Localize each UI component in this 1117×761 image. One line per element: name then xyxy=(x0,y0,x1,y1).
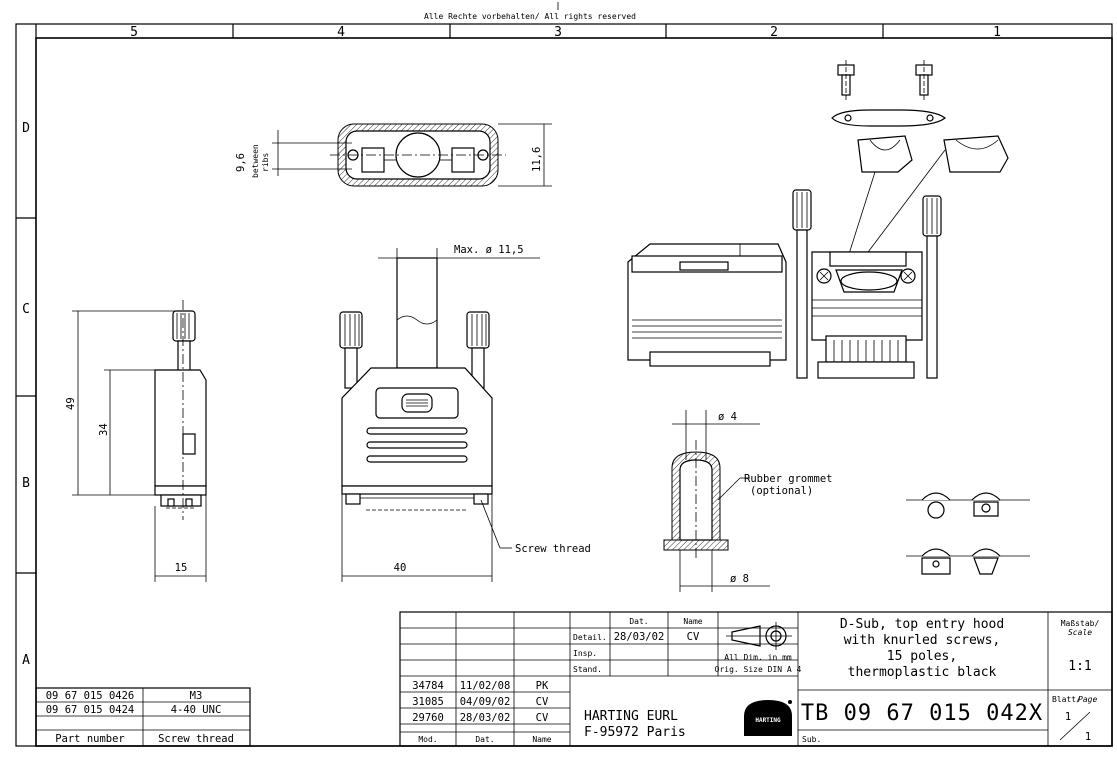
column-label-1: 1 xyxy=(993,25,1001,40)
column-labels: 5 4 3 2 1 xyxy=(130,25,1001,40)
revision-name-2: CV xyxy=(536,696,549,708)
revision-name-3: CV xyxy=(536,712,549,724)
drawing-number: TB 09 67 015 042X xyxy=(801,701,1043,726)
approval-label-insp: Insp. xyxy=(573,649,597,658)
dimension-height-34: 34 xyxy=(98,369,155,495)
approval-name-detail: CV xyxy=(687,631,700,643)
row-label-D: D xyxy=(22,121,30,136)
revision-header-mod: Mod. xyxy=(418,735,437,744)
dimension-width-40: 40 xyxy=(341,494,493,582)
rubber-grommet-label-2: (optional) xyxy=(750,485,813,497)
part-number-row-2: 09 67 015 0424 xyxy=(46,704,135,716)
dimension-cable-max: Max. ø 11,5 xyxy=(378,244,540,259)
title-block-lines xyxy=(399,611,1113,747)
width-40-value: 40 xyxy=(394,562,407,574)
between-ribs-word1: between xyxy=(251,144,260,178)
dimension-width-15: 15 xyxy=(154,495,207,582)
column-dividers xyxy=(35,24,884,38)
row-label-B: B xyxy=(22,476,30,491)
scale-value: 1:1 xyxy=(1068,659,1091,674)
clamp-detail-views xyxy=(906,492,1030,575)
scale-label-2: Scale xyxy=(1068,628,1092,637)
screw-thread-callout: Screw thread xyxy=(480,499,591,555)
revision-mod-1: 34784 xyxy=(412,680,444,692)
projection-symbol-icon xyxy=(726,622,792,650)
dims-note: All Dim. in mm xyxy=(724,653,792,662)
approval-label-detail: Detail. xyxy=(573,633,607,642)
screw-thread-header: Screw thread xyxy=(158,733,234,745)
revision-date-3: 28/03/02 xyxy=(460,712,511,724)
harting-logo-text: HARTING xyxy=(755,717,781,724)
scale-label-1: Maßstab/ xyxy=(1061,619,1100,628)
sheet-divider xyxy=(1059,711,1091,741)
approval-date-detail: 28/03/02 xyxy=(614,631,665,643)
grommet-d8-value: ø 8 xyxy=(730,573,749,585)
row-label-A: A xyxy=(22,653,30,668)
dimension-grommet-d8: ø 8 xyxy=(679,550,770,592)
row-labels: D C B A xyxy=(22,121,30,668)
revision-mod-3: 29760 xyxy=(412,712,444,724)
column-label-3: 3 xyxy=(554,25,562,40)
row-dividers xyxy=(16,217,36,574)
title-line-2: with knurled screws, xyxy=(844,633,1001,648)
sheet-label-1: Blatt/ xyxy=(1052,695,1081,704)
cable-max-value: Max. ø 11,5 xyxy=(454,244,524,256)
dimension-between-ribs: 9,6 between ribs xyxy=(235,130,352,178)
rubber-grommet-label-1: Rubber grommet xyxy=(744,473,833,485)
row-label-C: C xyxy=(22,302,30,317)
company-line-2: F-95972 Paris xyxy=(584,725,686,740)
hood-height-value: 11,6 xyxy=(531,147,543,172)
hood-section-view xyxy=(330,123,506,187)
size-note: Orig. Size DIN A 4 xyxy=(715,665,802,674)
sheet-total: 1 xyxy=(1085,731,1091,743)
sub-label: Sub. xyxy=(802,735,821,744)
dimension-height-49: 49 xyxy=(65,310,175,496)
front-view xyxy=(339,257,493,511)
title-line-1: D-Sub, top entry hood xyxy=(840,617,1004,632)
approval-label-stand: Stand. xyxy=(573,665,602,674)
title-line-4: thermoplastic black xyxy=(848,665,997,680)
between-ribs-value: 9,6 xyxy=(235,153,247,172)
column-label-5: 5 xyxy=(130,25,138,40)
height-34-value: 34 xyxy=(98,423,110,436)
screw-thread-row-2: 4-40 UNC xyxy=(171,704,222,716)
side-view xyxy=(154,300,207,520)
part-number-table xyxy=(35,687,251,747)
column-label-4: 4 xyxy=(337,25,345,40)
sheet-label-2: Page xyxy=(1078,695,1097,704)
approval-header-date: Dat. xyxy=(629,617,648,626)
revision-name-1: PK xyxy=(536,680,549,692)
sheet-number: 1 xyxy=(1065,711,1071,723)
isometric-view xyxy=(627,60,1009,379)
grommet-d4-value: ø 4 xyxy=(718,411,737,423)
width-15-value: 15 xyxy=(175,562,188,574)
company-line-1: HARTING EURL xyxy=(584,709,678,724)
screw-thread-row-1: M3 xyxy=(190,690,203,702)
column-label-2: 2 xyxy=(770,25,778,40)
revision-mod-2: 31085 xyxy=(412,696,444,708)
revision-date-2: 04/09/02 xyxy=(460,696,511,708)
height-49-value: 49 xyxy=(65,397,77,410)
harting-logo-icon: HARTING xyxy=(744,700,792,736)
part-number-header: Part number xyxy=(55,733,125,745)
revision-date-1: 11/02/08 xyxy=(460,680,511,692)
approval-header-name: Name xyxy=(683,617,702,626)
screw-thread-label: Screw thread xyxy=(515,543,591,555)
rights-notice: Alle Rechte vorbehalten/ All rights rese… xyxy=(424,12,636,21)
part-number-row-1: 09 67 015 0426 xyxy=(46,690,135,702)
dimension-grommet-d4: ø 4 xyxy=(672,410,760,460)
revision-header-date: Dat. xyxy=(475,735,494,744)
dimension-hood-height: 11,6 xyxy=(498,123,552,187)
title-line-3: 15 poles, xyxy=(887,649,957,664)
rubber-grommet-view xyxy=(663,440,729,560)
between-ribs-word2: ribs xyxy=(261,153,270,172)
revision-header-name: Name xyxy=(532,735,551,744)
rubber-grommet-callout: Rubber grommet (optional) xyxy=(717,473,833,501)
